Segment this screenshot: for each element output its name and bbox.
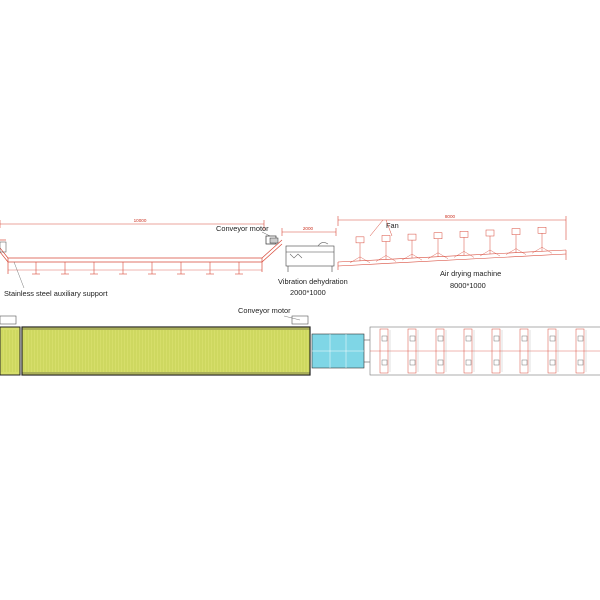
- fan-duct: [349, 256, 371, 264]
- fan-duct: [531, 247, 553, 254]
- fan-duct: [505, 248, 527, 255]
- dryer-plan-fan: [521, 359, 528, 366]
- label-conveyor-motor-plan: Conveyor motor: [238, 306, 291, 315]
- dryer-plan-fan: [493, 335, 500, 342]
- fan-unit: [537, 227, 547, 234]
- dryer-plan-fan: [437, 335, 444, 342]
- conveyor-motor-side: [261, 231, 279, 245]
- label-vibration-size: 2000*1000: [290, 288, 326, 297]
- inclined-conveyor-side: [0, 239, 283, 275]
- label-vibration-title: Vibration dehydration: [278, 277, 348, 286]
- fan-unit: [485, 229, 495, 237]
- plan-vibration-dehydrator: [311, 333, 370, 369]
- dryer-plan-fan: [577, 359, 584, 366]
- fan-duct: [479, 249, 501, 257]
- dryer-plan-fan: [549, 335, 556, 342]
- dryer-plan-frame: [519, 328, 529, 374]
- label-stainless-support: Stainless steel auxiliary support: [4, 289, 108, 298]
- fan-unit: [459, 231, 469, 238]
- label-fan: Fan: [386, 221, 399, 230]
- plan-belt-segment-main: [1, 326, 311, 376]
- fan-unit: [355, 236, 365, 244]
- dimension-label-8000: 8000: [445, 214, 456, 219]
- dimension-vibration: 2000: [281, 226, 337, 236]
- dryer-plan-frame: [491, 328, 501, 374]
- dryer-plan-frame: [575, 328, 585, 374]
- fan-unit: [381, 235, 391, 242]
- plan-view: Conveyor motor: [0, 306, 600, 376]
- dryer-plan-fan: [549, 359, 556, 366]
- dryer-plan-fan: [437, 359, 444, 366]
- vibration-dehydrator-side: [285, 242, 335, 272]
- fan-duct: [401, 253, 423, 261]
- dryer-plan-fan: [409, 359, 416, 366]
- dryer-plan-fan: [465, 335, 472, 342]
- dimension-label-10000: 10000: [134, 218, 147, 223]
- fan-unit: [407, 233, 417, 241]
- label-air-dryer-title: Air drying machine: [440, 269, 501, 278]
- dryer-plan-fan: [465, 359, 472, 366]
- fan-duct: [375, 255, 397, 262]
- plan-motor-right: [291, 315, 309, 325]
- air-dryer-side: [337, 227, 567, 270]
- plan-air-dryer: [369, 326, 600, 376]
- plan-motor-left: [0, 315, 17, 325]
- dryer-plan-frame: [379, 328, 389, 374]
- dryer-plan-frame: [435, 328, 445, 374]
- fan-unit: [433, 232, 443, 239]
- dryer-plan-frame: [547, 328, 557, 374]
- dimension-left-conveyor: 10000: [0, 218, 265, 230]
- dryer-plan-fan: [493, 359, 500, 366]
- fan-duct: [427, 252, 449, 259]
- dryer-plan-fan: [521, 335, 528, 342]
- dimension-label-2000: 2000: [303, 226, 314, 231]
- label-conveyor-motor-top: Conveyor motor: [216, 224, 269, 233]
- dryer-plan-fan: [381, 359, 388, 366]
- dryer-plan-fan: [409, 335, 416, 342]
- dimension-air-dryer: 8000: [337, 214, 567, 240]
- fan-unit: [511, 228, 521, 235]
- dryer-plan-frame: [463, 328, 473, 374]
- dryer-plan-fan: [577, 335, 584, 342]
- label-air-dryer-size: 8000*1000: [450, 281, 486, 290]
- dryer-plan-fan: [381, 335, 388, 342]
- fan-duct: [453, 251, 475, 258]
- side-elevation: 10000 Conveyor motor Stainless steel aux…: [0, 214, 567, 298]
- dryer-plan-frame: [407, 328, 417, 374]
